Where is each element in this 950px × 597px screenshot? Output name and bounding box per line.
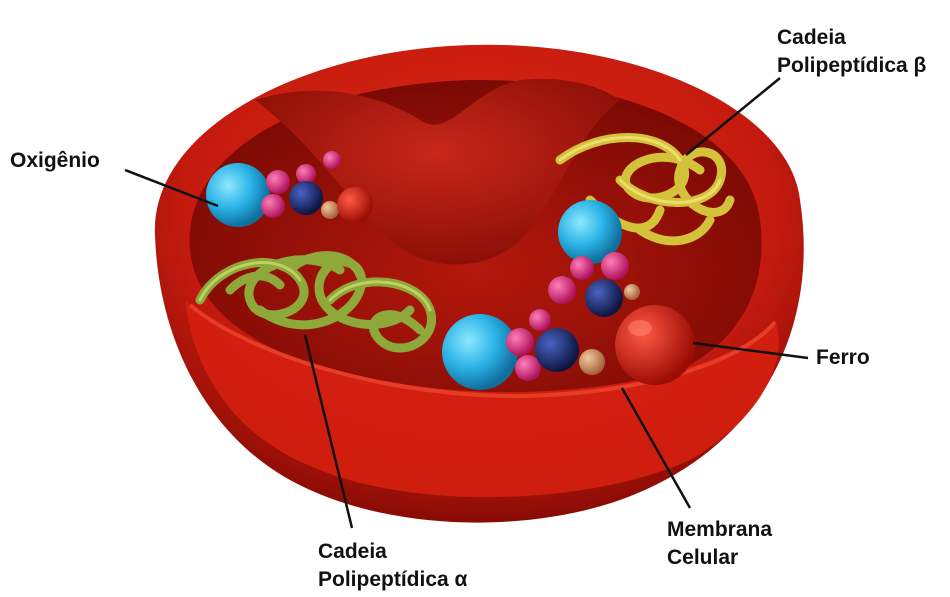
magenta-atom	[601, 252, 629, 280]
magenta-atom	[506, 328, 534, 356]
label-membrana-line2: Celular	[667, 544, 772, 572]
label-beta-chain: Cadeia Polipeptídica β	[777, 24, 926, 80]
label-oxigenio-text: Oxigênio	[10, 147, 100, 175]
navy-atom	[535, 328, 579, 372]
magenta-atom	[548, 276, 576, 304]
label-alpha-line1: Cadeia	[318, 538, 467, 566]
navy-atom	[585, 279, 623, 317]
label-alpha-chain: Cadeia Polipeptídica α	[318, 538, 467, 594]
iron-atom-small	[337, 187, 373, 223]
label-beta-line1: Cadeia	[777, 24, 926, 52]
label-alpha-line2: Polipeptídica α	[318, 566, 467, 594]
navy-atom	[289, 181, 323, 215]
magenta-atom	[570, 256, 594, 280]
label-oxigenio: Oxigênio	[10, 147, 100, 175]
magenta-atom	[323, 151, 341, 169]
tan-atom	[579, 349, 605, 375]
label-ferro: Ferro	[816, 344, 870, 372]
oxygen-molecule-left	[206, 163, 270, 227]
oxygen-molecule-bottom	[442, 314, 518, 390]
tan-atom	[321, 201, 339, 219]
tan-atom	[624, 284, 640, 300]
label-beta-line2: Polipeptídica β	[777, 52, 926, 80]
magenta-atom	[266, 170, 290, 194]
magenta-atom	[529, 309, 551, 331]
label-ferro-text: Ferro	[816, 344, 870, 372]
magenta-atom	[261, 194, 285, 218]
iron-atom	[615, 305, 695, 385]
label-membrana-line1: Membrana	[667, 516, 772, 544]
label-membrana: Membrana Celular	[667, 516, 772, 572]
iron-atom-highlight	[628, 320, 652, 336]
